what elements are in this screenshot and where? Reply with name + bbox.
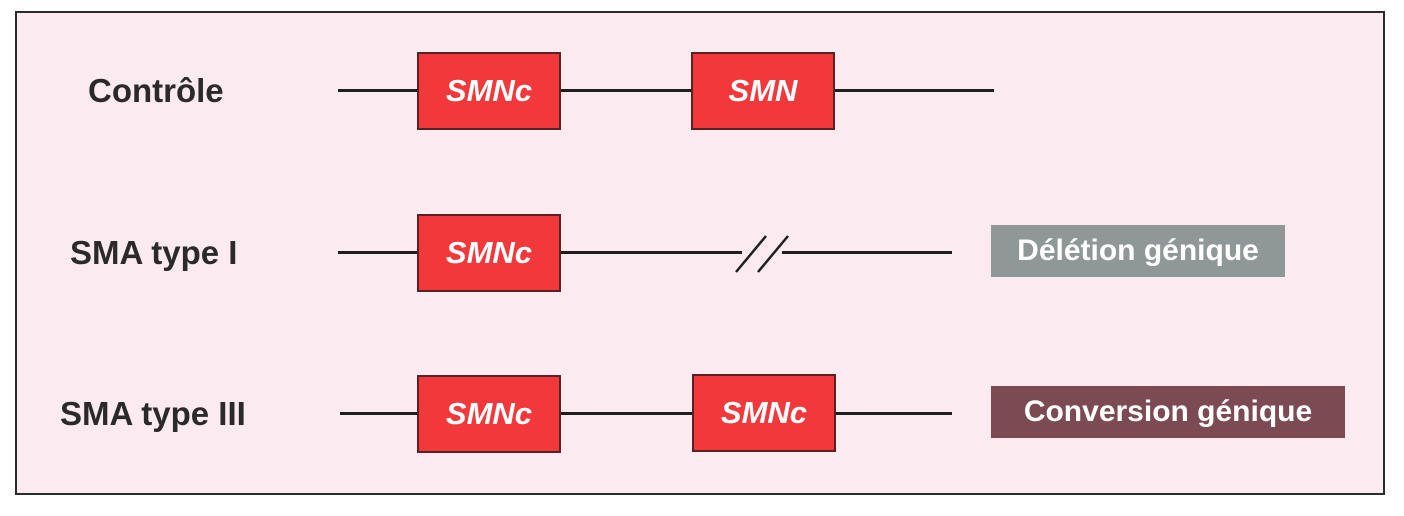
row-label-sma-type-3: SMA type III xyxy=(60,395,246,432)
gene-box-controle-2: SMN xyxy=(691,52,835,130)
deletion-break-icon xyxy=(735,235,789,273)
chromosome-line-sma-type-1 xyxy=(338,251,952,254)
chromosome-line-controle xyxy=(338,89,994,92)
gene-box-sma-type-3-2: SMNc xyxy=(692,374,836,452)
gene-box-controle-1: SMNc xyxy=(417,52,561,130)
gene-label-controle-1: SMNc xyxy=(445,73,533,108)
conversion-tag: Conversion génique xyxy=(991,386,1345,438)
gene-label-sma-type-3-1: SMNc xyxy=(445,396,533,431)
gene-label-sma-type-3-2: SMNc xyxy=(720,395,808,430)
row-label-controle: Contrôle xyxy=(88,72,224,109)
deletion-tag: Délétion génique xyxy=(991,225,1285,277)
row-label-sma-type-1: SMA type I xyxy=(70,234,238,271)
gene-box-sma-type-3-1: SMNc xyxy=(417,375,561,453)
gene-label-sma-type-1: SMNc xyxy=(445,235,533,270)
gene-box-sma-type-1: SMNc xyxy=(417,214,561,292)
gene-label-controle-2: SMN xyxy=(728,73,798,108)
chromosome-line-sma-type-3 xyxy=(340,412,952,415)
